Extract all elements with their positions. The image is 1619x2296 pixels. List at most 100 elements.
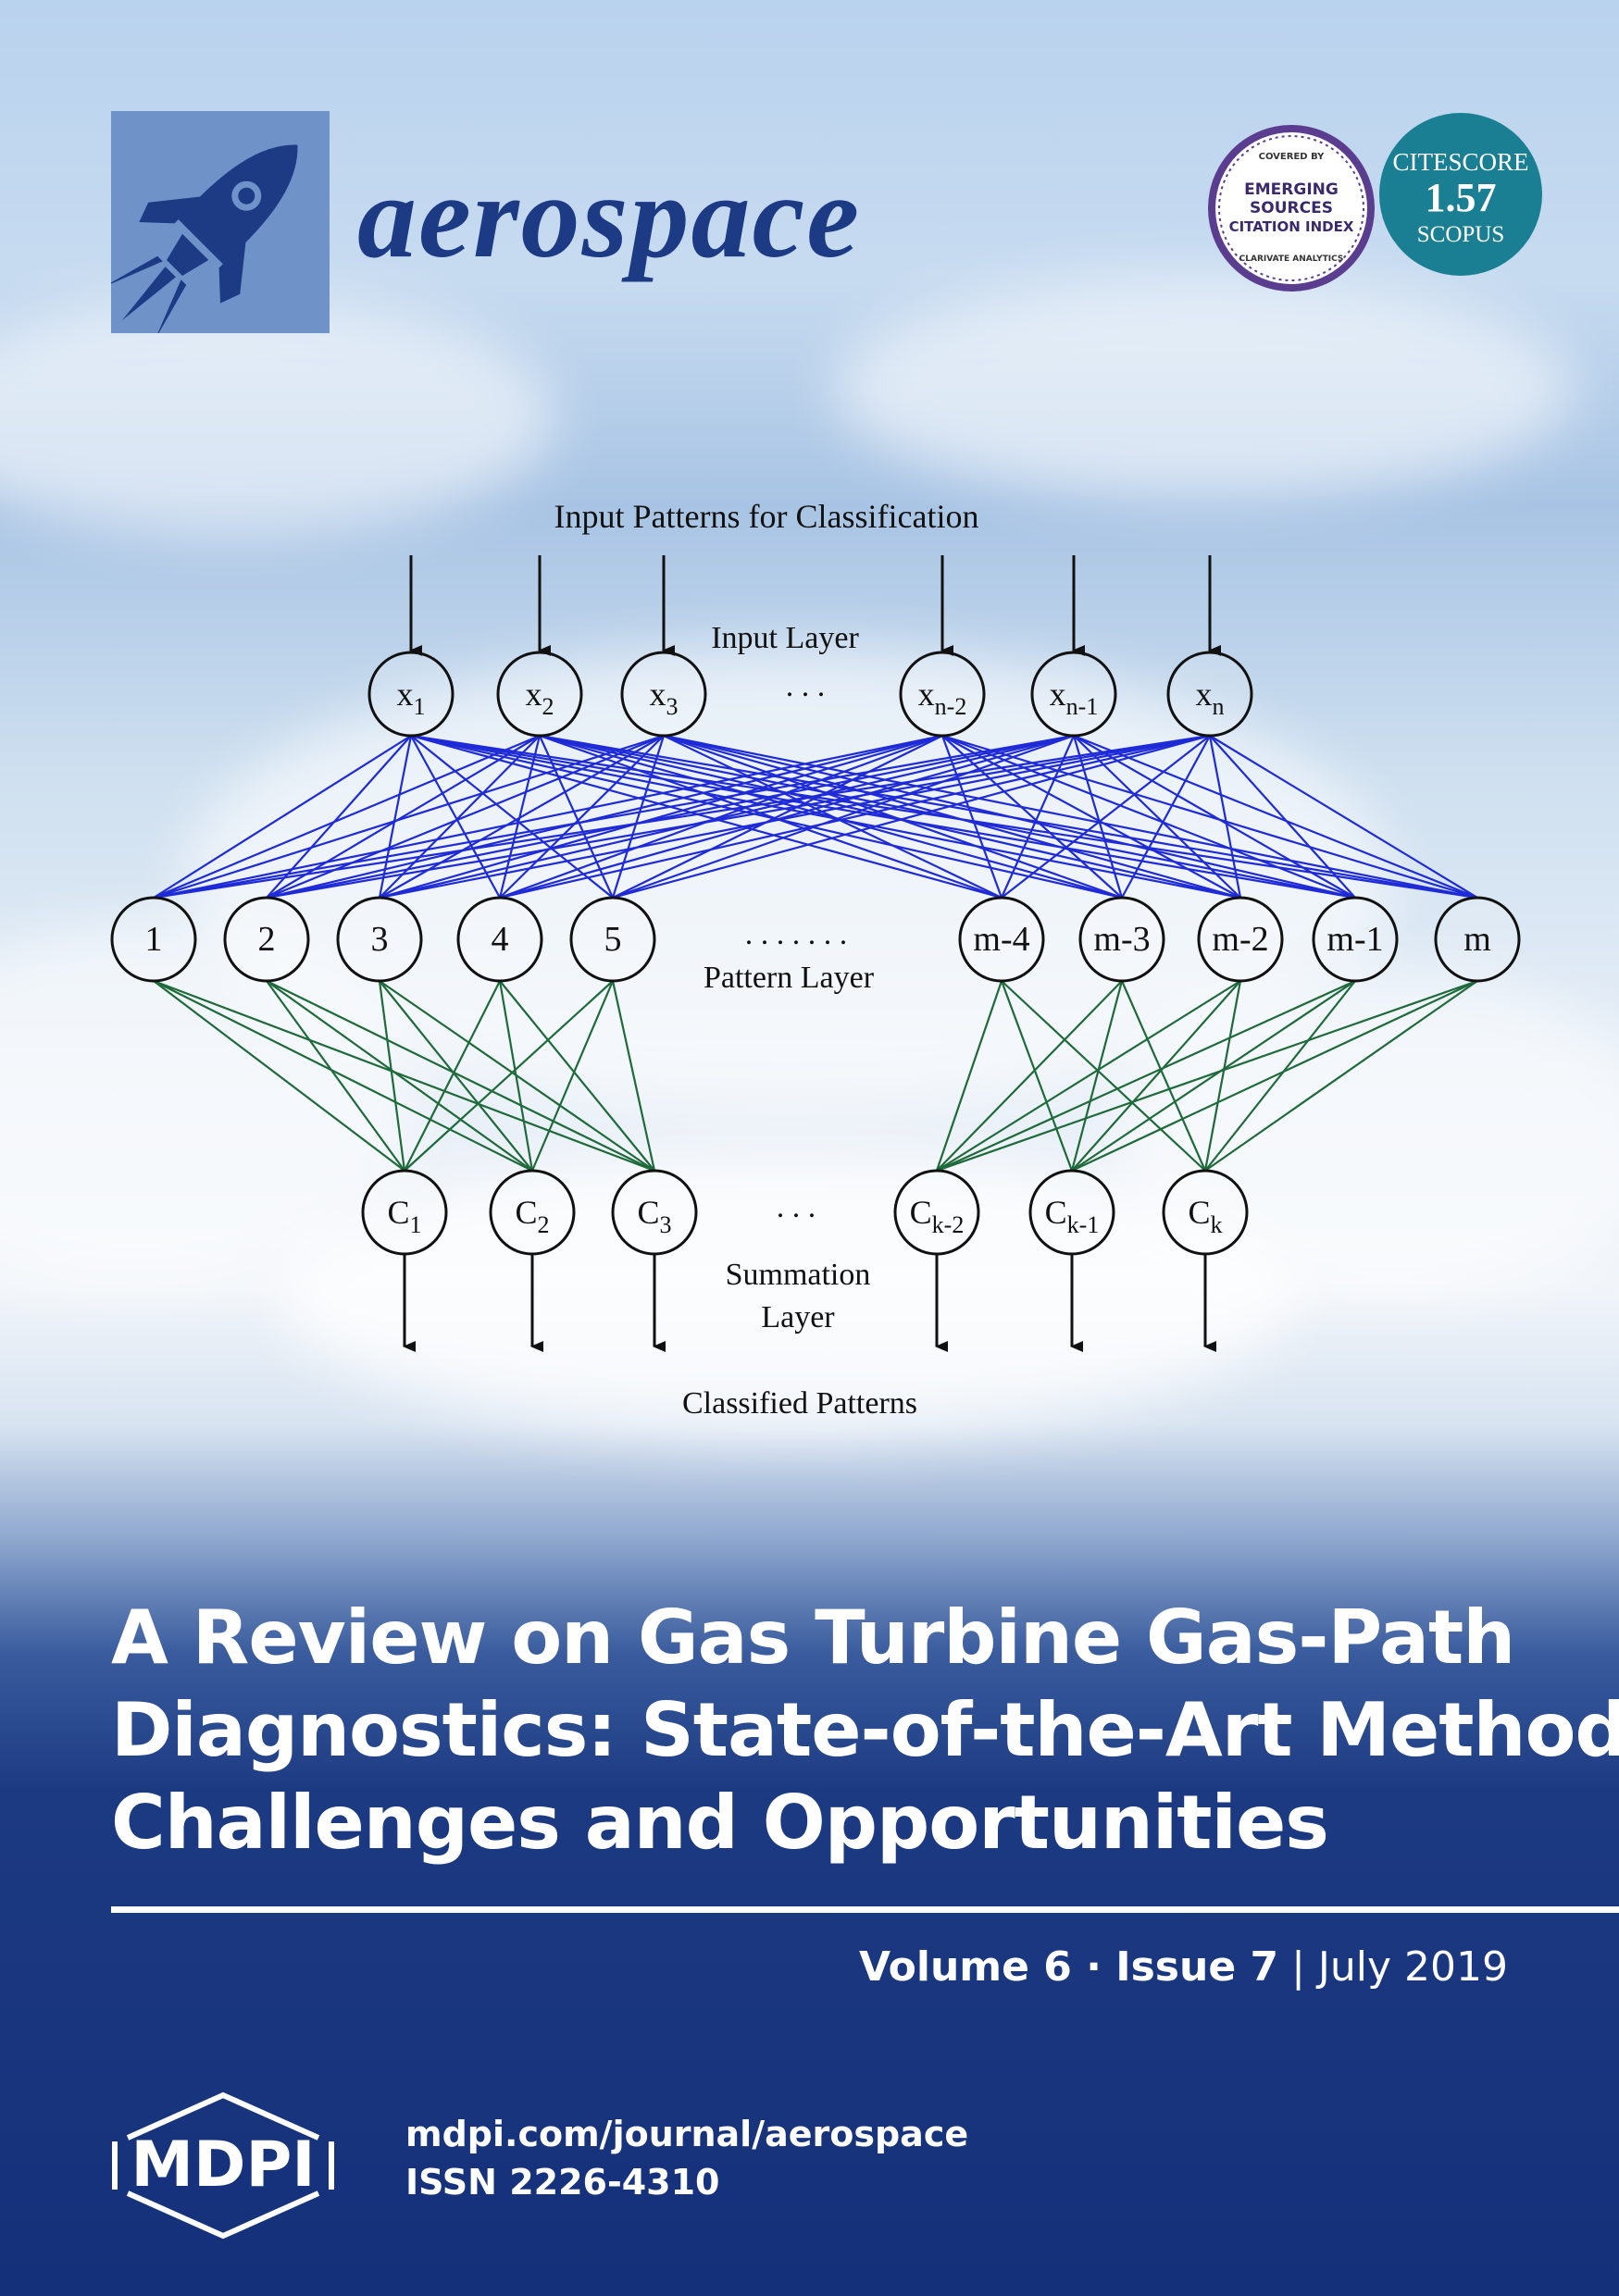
pattern-node-circle <box>1078 896 1165 983</box>
issue-line: Volume 6 · Issue 7 | July 2019 <box>859 1943 1508 1991</box>
summation-link <box>498 980 534 1172</box>
summation-node-label: C2 <box>515 1194 549 1238</box>
summation-node-circle <box>489 1169 576 1256</box>
input-link <box>1209 735 1356 899</box>
input-link <box>941 735 1241 899</box>
summation-link <box>1120 980 1207 1172</box>
summation-link <box>404 980 614 1172</box>
input-link <box>538 735 615 899</box>
title-line-2: Diagnostics: State-of-the-Art Methods, <box>111 1687 1619 1773</box>
input-node-circle <box>1030 651 1117 738</box>
pnn-diagram: Input Patterns for Classification Input … <box>110 498 1521 1421</box>
summation-node-label: Ck-1 <box>1045 1194 1100 1238</box>
summation-link <box>266 980 655 1172</box>
input-link <box>499 734 1211 900</box>
issue-number: Issue 7 <box>1115 1943 1279 1991</box>
journal-url[interactable]: mdpi.com/journal/aerospace <box>405 2114 969 2154</box>
input-node-label: x1 <box>397 676 426 720</box>
input-layer-label: Input Layer <box>711 621 859 655</box>
input-link <box>410 734 1003 900</box>
esci-line-sources: SOURCES <box>1250 199 1333 217</box>
journal-issn: ISSN 2226-4310 <box>405 2162 720 2203</box>
pattern-node: 1 <box>110 896 197 983</box>
input-link <box>499 734 1075 900</box>
input-node: xn-2 <box>899 651 986 738</box>
pattern-node: 5 <box>569 896 656 983</box>
citescore-label: CITESCORE <box>1392 148 1529 176</box>
input-link <box>153 734 1075 900</box>
summation-node-label: C1 <box>387 1194 421 1238</box>
input-link <box>1073 735 1241 899</box>
input-link <box>410 735 614 899</box>
input-node: x3 <box>620 651 707 738</box>
input-link <box>539 734 1356 900</box>
summation-link <box>378 980 406 1172</box>
esci-line-emerging: EMERGING <box>1244 180 1339 199</box>
input-node-circle <box>620 651 707 738</box>
input-node-label: xn-1 <box>1050 676 1099 720</box>
summation-link <box>1204 980 1356 1172</box>
input-link <box>1072 735 1124 899</box>
title-divider <box>111 1906 1619 1913</box>
summation-layer-label-2: Layer <box>761 1300 835 1334</box>
journal-name: aerospace <box>357 151 862 282</box>
input-link <box>941 734 1356 900</box>
input-caption: Input Patterns for Classification <box>554 498 979 535</box>
input-link <box>1121 735 1211 899</box>
input-link <box>499 735 665 899</box>
mdpi-wordmark: MDPI <box>131 2128 315 2202</box>
rocket-icon <box>102 144 298 341</box>
input-link <box>941 735 1123 899</box>
input-link <box>153 734 665 900</box>
input-link <box>940 735 1003 899</box>
input-node-label: x3 <box>650 676 679 720</box>
input-node: xn-1 <box>1030 651 1117 738</box>
pattern-node: m-4 <box>958 896 1045 983</box>
pattern-node-label: m-1 <box>1326 920 1383 959</box>
input-link <box>153 734 943 900</box>
input-node-circle <box>496 651 583 738</box>
summation-link <box>1203 980 1242 1172</box>
summation-link <box>153 980 405 1172</box>
input-link <box>663 734 1241 900</box>
input-link <box>1208 735 1242 899</box>
article-title: A Review on Gas Turbine Gas-Path Diagnos… <box>111 1592 1619 1869</box>
input-link <box>612 735 943 899</box>
input-node: x2 <box>496 651 583 738</box>
summation-node: C1 <box>361 1169 448 1256</box>
pattern-node-label: m <box>1463 920 1491 959</box>
summation-link <box>936 979 1478 1173</box>
input-node-label: x2 <box>526 676 554 720</box>
pattern-node: m-2 <box>1197 896 1284 983</box>
input-link <box>1209 735 1478 899</box>
input-link <box>379 734 943 900</box>
pattern-node-label: m-4 <box>973 920 1029 959</box>
pattern-node: m <box>1434 896 1521 983</box>
issue-date: July 2019 <box>1317 1943 1508 1991</box>
summation-node-circle <box>893 1169 980 1256</box>
input-node-circle <box>1166 651 1253 738</box>
input-link <box>410 734 1123 900</box>
pattern-node: m-1 <box>1312 896 1399 983</box>
arrows <box>403 555 1221 1352</box>
input-pattern-links <box>153 734 1478 900</box>
summation-node-circle <box>611 1169 698 1256</box>
summation-link <box>936 980 1241 1172</box>
esci-covered-by: COVERED BY <box>1259 152 1326 162</box>
summation-link <box>936 979 1356 1173</box>
input-link <box>266 734 1075 900</box>
summation-node: Ck-2 <box>893 1169 980 1256</box>
issue-divider: | <box>1278 1943 1318 1991</box>
summation-node-circle <box>1162 1169 1249 1256</box>
summation-node-circle <box>361 1169 448 1256</box>
title-line-3: Challenges and Opportunities <box>111 1780 1329 1866</box>
pattern-node-circle <box>336 896 423 983</box>
summation-link <box>266 980 533 1172</box>
output-caption: Classified Patterns <box>682 1386 917 1421</box>
summation-link <box>1001 980 1206 1172</box>
summation-ellipsis: . . . <box>777 1190 816 1224</box>
summation-link <box>1071 980 1241 1172</box>
